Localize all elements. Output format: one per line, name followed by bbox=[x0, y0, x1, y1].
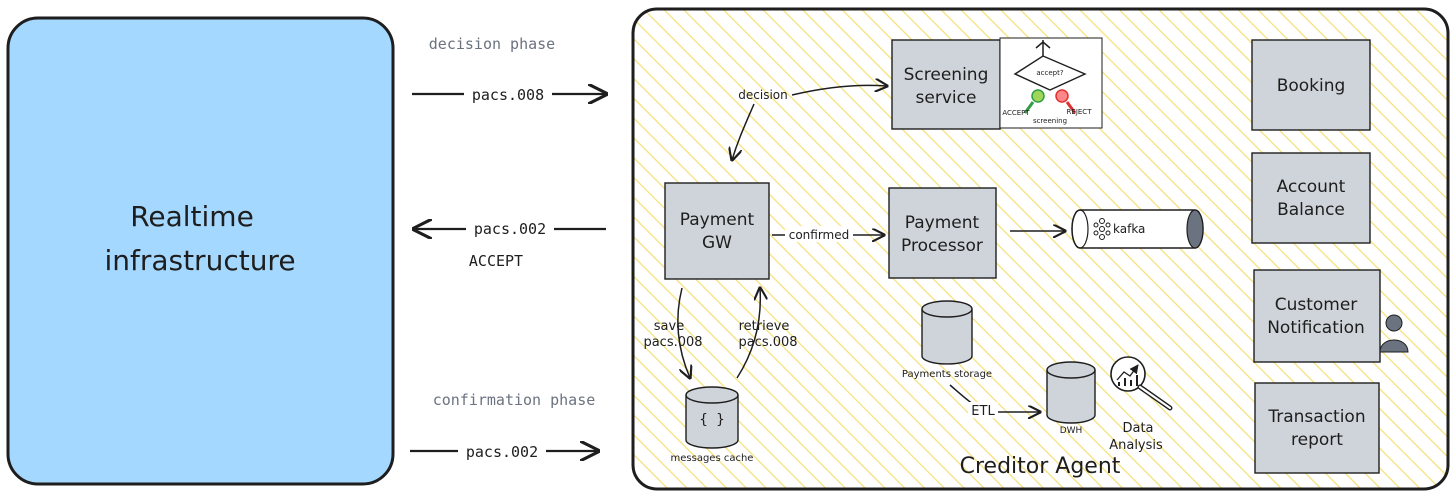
booking-node: Booking bbox=[1251, 39, 1371, 131]
kafka-logo-icon bbox=[1093, 218, 1111, 240]
pacs002-inbound-label: pacs.002 bbox=[466, 443, 538, 461]
decision-label: decision bbox=[738, 88, 787, 102]
customer-notification-label-line2: Notification bbox=[1267, 318, 1365, 338]
screening-decision-graphic: accept? ACCEPT REJECT screening bbox=[999, 37, 1103, 129]
customer-notification-label-line1: Customer bbox=[1275, 295, 1358, 315]
realtime-label-line1: Realtime bbox=[130, 200, 254, 233]
kafka-label: kafka bbox=[1113, 222, 1145, 236]
pacs008-inbound-arrow: pacs.008 bbox=[412, 83, 606, 105]
booking-label: Booking bbox=[1277, 76, 1346, 96]
transaction-report-label-line1: Transaction bbox=[1267, 407, 1365, 427]
payment-gw-node: Payment GW bbox=[664, 182, 770, 280]
payment-gw-label-line1: Payment bbox=[680, 210, 755, 230]
messages-cache-node: { } messages cache bbox=[671, 386, 754, 464]
realtime-label-line2: infrastructure bbox=[104, 244, 295, 277]
dwh-node: DWH bbox=[1046, 361, 1096, 436]
magnifier-chart-icon bbox=[1110, 356, 1173, 411]
save-label-line2: pacs.008 bbox=[643, 335, 702, 350]
user-icon bbox=[1379, 314, 1409, 353]
data-analysis-node: Data Analysis bbox=[1109, 356, 1173, 453]
screening-accept-label: ACCEPT bbox=[1002, 109, 1030, 117]
pacs002-outbound-label: pacs.002 bbox=[474, 220, 546, 238]
screening-caption: screening bbox=[1033, 117, 1067, 125]
creditor-agent-container: Creditor Agent bbox=[631, 7, 1450, 491]
retrieve-label-line1: retrieve bbox=[739, 319, 790, 334]
pacs002-inbound-arrow: pacs.002 bbox=[410, 440, 598, 462]
pacs008-inbound-label: pacs.008 bbox=[472, 86, 544, 104]
screening-reject-label: REJECT bbox=[1067, 108, 1093, 116]
payments-storage-label: Payments storage bbox=[902, 369, 992, 380]
data-analysis-label-line1: Data bbox=[1122, 421, 1153, 436]
transaction-report-node: Transaction report bbox=[1254, 382, 1380, 474]
payments-storage-node: Payments storage bbox=[902, 300, 992, 380]
kafka-queue-node: kafka bbox=[1071, 209, 1204, 249]
confirmed-arrow: confirmed bbox=[772, 226, 884, 242]
account-balance-label-line2: Balance bbox=[1277, 200, 1345, 220]
save-pacs008-arrow: save pacs.008 bbox=[643, 287, 703, 378]
confirmation-phase-label: confirmation phase bbox=[433, 391, 596, 409]
confirmed-label: confirmed bbox=[789, 228, 850, 242]
creditor-agent-title: Creditor Agent bbox=[960, 454, 1121, 479]
pacs002-outbound-arrow: pacs.002 ACCEPT bbox=[414, 218, 606, 270]
screening-label-line2: service bbox=[916, 88, 977, 108]
etl-label: ETL bbox=[971, 404, 995, 419]
dwh-label: DWH bbox=[1060, 426, 1083, 436]
screening-label-line1: Screening bbox=[904, 65, 989, 85]
screening-service-node: Screening service bbox=[891, 39, 1001, 130]
payment-processor-label-line2: Processor bbox=[901, 236, 983, 256]
decision-arrow: decision bbox=[732, 85, 887, 160]
accept-status-label: ACCEPT bbox=[469, 252, 523, 270]
screening-question-label: accept? bbox=[1036, 69, 1063, 77]
realtime-infrastructure-node: Realtime infrastructure bbox=[6, 16, 395, 486]
etl-arrow: ETL bbox=[949, 384, 1040, 419]
payment-processor-node: Payment Processor bbox=[888, 187, 997, 279]
transaction-report-label-line2: report bbox=[1291, 430, 1343, 450]
payment-processor-label-line1: Payment bbox=[905, 213, 980, 233]
messages-cache-label: messages cache bbox=[671, 453, 754, 464]
payment-gw-label-line2: GW bbox=[702, 233, 732, 253]
data-analysis-label-line2: Analysis bbox=[1109, 438, 1163, 453]
account-balance-label-line1: Account bbox=[1277, 177, 1346, 197]
retrieve-label-line2: pacs.008 bbox=[738, 335, 797, 350]
customer-notification-node: Customer Notification bbox=[1253, 269, 1381, 363]
retrieve-pacs008-arrow: retrieve pacs.008 bbox=[736, 288, 798, 379]
account-balance-node: Account Balance bbox=[1251, 152, 1371, 244]
save-label-line1: save bbox=[654, 319, 684, 334]
messages-cache-glyph: { } bbox=[699, 412, 724, 428]
decision-phase-label: decision phase bbox=[429, 35, 555, 53]
